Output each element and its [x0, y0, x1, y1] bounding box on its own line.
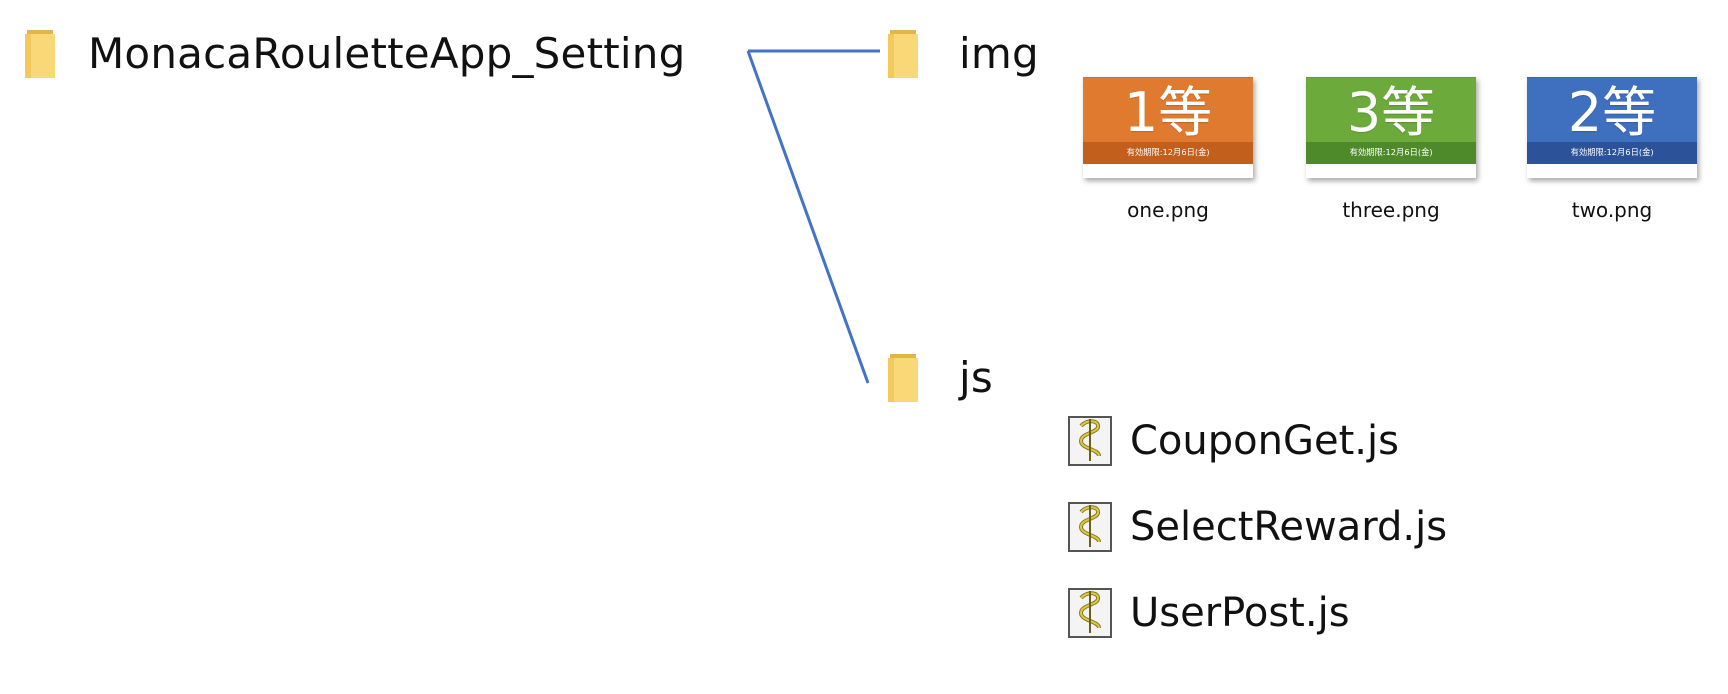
card-footer — [1083, 164, 1253, 178]
image-file-one[interactable]: 1等 有効期限:12月6日(金) one.png — [1073, 77, 1263, 220]
coupon-band: 有効期限:12月6日(金) — [1083, 142, 1253, 164]
image-file-name: two.png — [1571, 198, 1653, 222]
image-file-three[interactable]: 3等 有効期限:12月6日(金) three.png — [1296, 77, 1486, 220]
folder-icon — [25, 30, 55, 78]
coupon-thumbnail: 3等 有効期限:12月6日(金) — [1306, 77, 1476, 178]
js-file-name: SelectReward.js — [1130, 504, 1448, 550]
coupon-expiry: 有効期限:12月6日(金) — [1126, 147, 1210, 158]
coupon-band: 有効期限:12月6日(金) — [1306, 142, 1476, 164]
js-file-select-reward[interactable]: SelectReward.js — [1066, 501, 1447, 553]
root-folder-label: MonacaRouletteApp_Setting — [88, 29, 686, 78]
image-file-name: three.png — [1342, 198, 1440, 222]
coupon-thumbnail: 1等 有効期限:12月6日(金) — [1083, 77, 1253, 178]
coupon-thumbnail: 2等 有効期限:12月6日(金) — [1527, 77, 1697, 178]
folder-img-label: img — [959, 29, 1039, 78]
js-file-coupon-get[interactable]: CouponGet.js — [1066, 415, 1399, 467]
folder-js-label: js — [959, 353, 993, 402]
js-file-name: UserPost.js — [1130, 590, 1350, 636]
image-file-two[interactable]: 2等 有効期限:12月6日(金) two.png — [1517, 77, 1707, 220]
js-file-name: CouponGet.js — [1130, 418, 1399, 464]
coupon-rank: 1等 — [1123, 81, 1213, 144]
script-file-icon — [1068, 502, 1112, 552]
folder-icon — [888, 354, 918, 402]
script-file-icon — [1068, 588, 1112, 638]
folder-js[interactable]: js — [887, 352, 993, 404]
card-footer — [1306, 164, 1476, 178]
root-folder[interactable]: MonacaRouletteApp_Setting — [24, 28, 685, 80]
coupon-band: 有効期限:12月6日(金) — [1527, 142, 1697, 164]
coupon-rank: 2等 — [1567, 81, 1657, 144]
js-file-user-post[interactable]: UserPost.js — [1066, 587, 1350, 639]
script-file-icon — [1068, 416, 1112, 466]
coupon-rank: 3等 — [1346, 81, 1436, 144]
image-file-name: one.png — [1127, 198, 1209, 222]
connector-root-to-js — [746, 50, 870, 384]
coupon-expiry: 有効期限:12月6日(金) — [1570, 147, 1654, 158]
folder-img[interactable]: img — [887, 28, 1039, 80]
folder-icon — [888, 30, 918, 78]
coupon-expiry: 有効期限:12月6日(金) — [1349, 147, 1433, 158]
card-footer — [1527, 164, 1697, 178]
